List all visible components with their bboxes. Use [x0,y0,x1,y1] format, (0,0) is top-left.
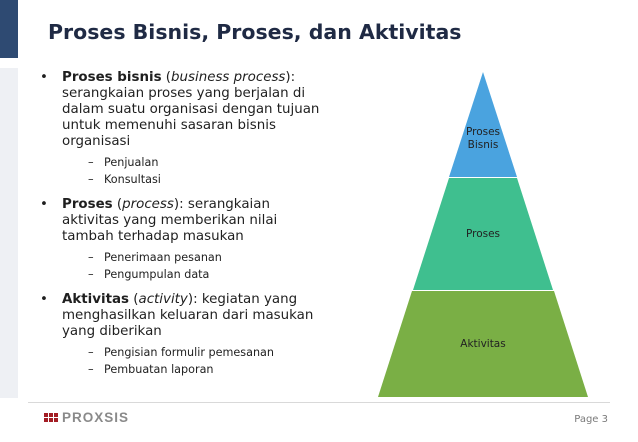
logo-mark-icon [44,413,58,422]
example-text: Penerimaan pesanan [104,251,222,264]
bullet-activity: • Aktivitas (activity): kegiatan yang me… [38,292,328,378]
example-item: –Konsultasi [62,171,328,188]
example-item: –Pengumpulan data [62,266,328,283]
left-accent-bar [0,0,18,58]
example-item: –Penjualan [62,154,328,171]
bullet-definition: kegiatan yang menghasilkan keluaran dari… [62,292,314,339]
example-text: Pembuatan laporan [104,363,214,376]
bullet-dot: • [40,70,48,85]
logo-text: PROXSIS [62,410,130,425]
example-list: –Penjualan –Konsultasi [62,154,328,188]
proxsis-logo: PROXSIS [44,410,129,425]
pyramid-label-line: Bisnis [467,139,499,151]
example-text: Penjualan [104,156,159,169]
pyramid-label-middle: Proses [443,228,523,241]
bullet-term: Aktivitas [62,292,129,307]
bullet-english: business process [171,70,286,85]
page-number: Page 3 [574,414,608,425]
dash-marker: – [88,363,94,376]
example-list: –Penerimaan pesanan –Pengumpulan data [62,249,328,283]
example-list: –Pengisian formulir pemesanan –Pembuatan… [62,344,328,378]
bullet-dot: • [40,292,48,307]
dash-marker: – [88,251,94,264]
left-side-panel [0,68,18,398]
pyramid-label-line: Aktivitas [460,338,506,350]
pyramid-label-bottom: Aktivitas [433,338,533,351]
footer-divider [28,402,610,403]
slide-title: Proses Bisnis, Proses, dan Aktivitas [48,20,462,44]
bullet-english: process [122,197,174,212]
dash-marker: – [88,173,94,186]
example-text: Pengisian formulir pemesanan [104,346,275,359]
bullet-english: activity [138,292,188,307]
bullet-dot: • [40,197,48,212]
dash-marker: – [88,346,94,359]
example-item: –Penerimaan pesanan [62,249,328,266]
example-text: Konsultasi [104,173,161,186]
example-item: –Pengisian formulir pemesanan [62,344,328,361]
bullet-term: Proses bisnis [62,70,162,85]
bullet-business-process: • Proses bisnis (business process): sera… [38,70,328,188]
pyramid-label-top: Proses Bisnis [448,126,518,152]
bullet-process: • Proses (process): serangkaian aktivita… [38,197,328,283]
pyramid-label-line: Proses [465,228,501,240]
pyramid-label-line: Proses [465,126,501,138]
example-text: Pengumpulan data [104,268,210,281]
dash-marker: – [88,156,94,169]
dash-marker: – [88,268,94,281]
bullet-term: Proses [62,197,113,212]
bullet-list: • Proses bisnis (business process): sera… [38,70,328,378]
example-item: –Pembuatan laporan [62,361,328,378]
bullet-definition: serangkaian aktivitas yang memberikan ni… [62,197,278,244]
pyramid-level-top [449,72,517,177]
bullet-definition: serangkaian proses yang berjalan di dala… [62,86,320,149]
